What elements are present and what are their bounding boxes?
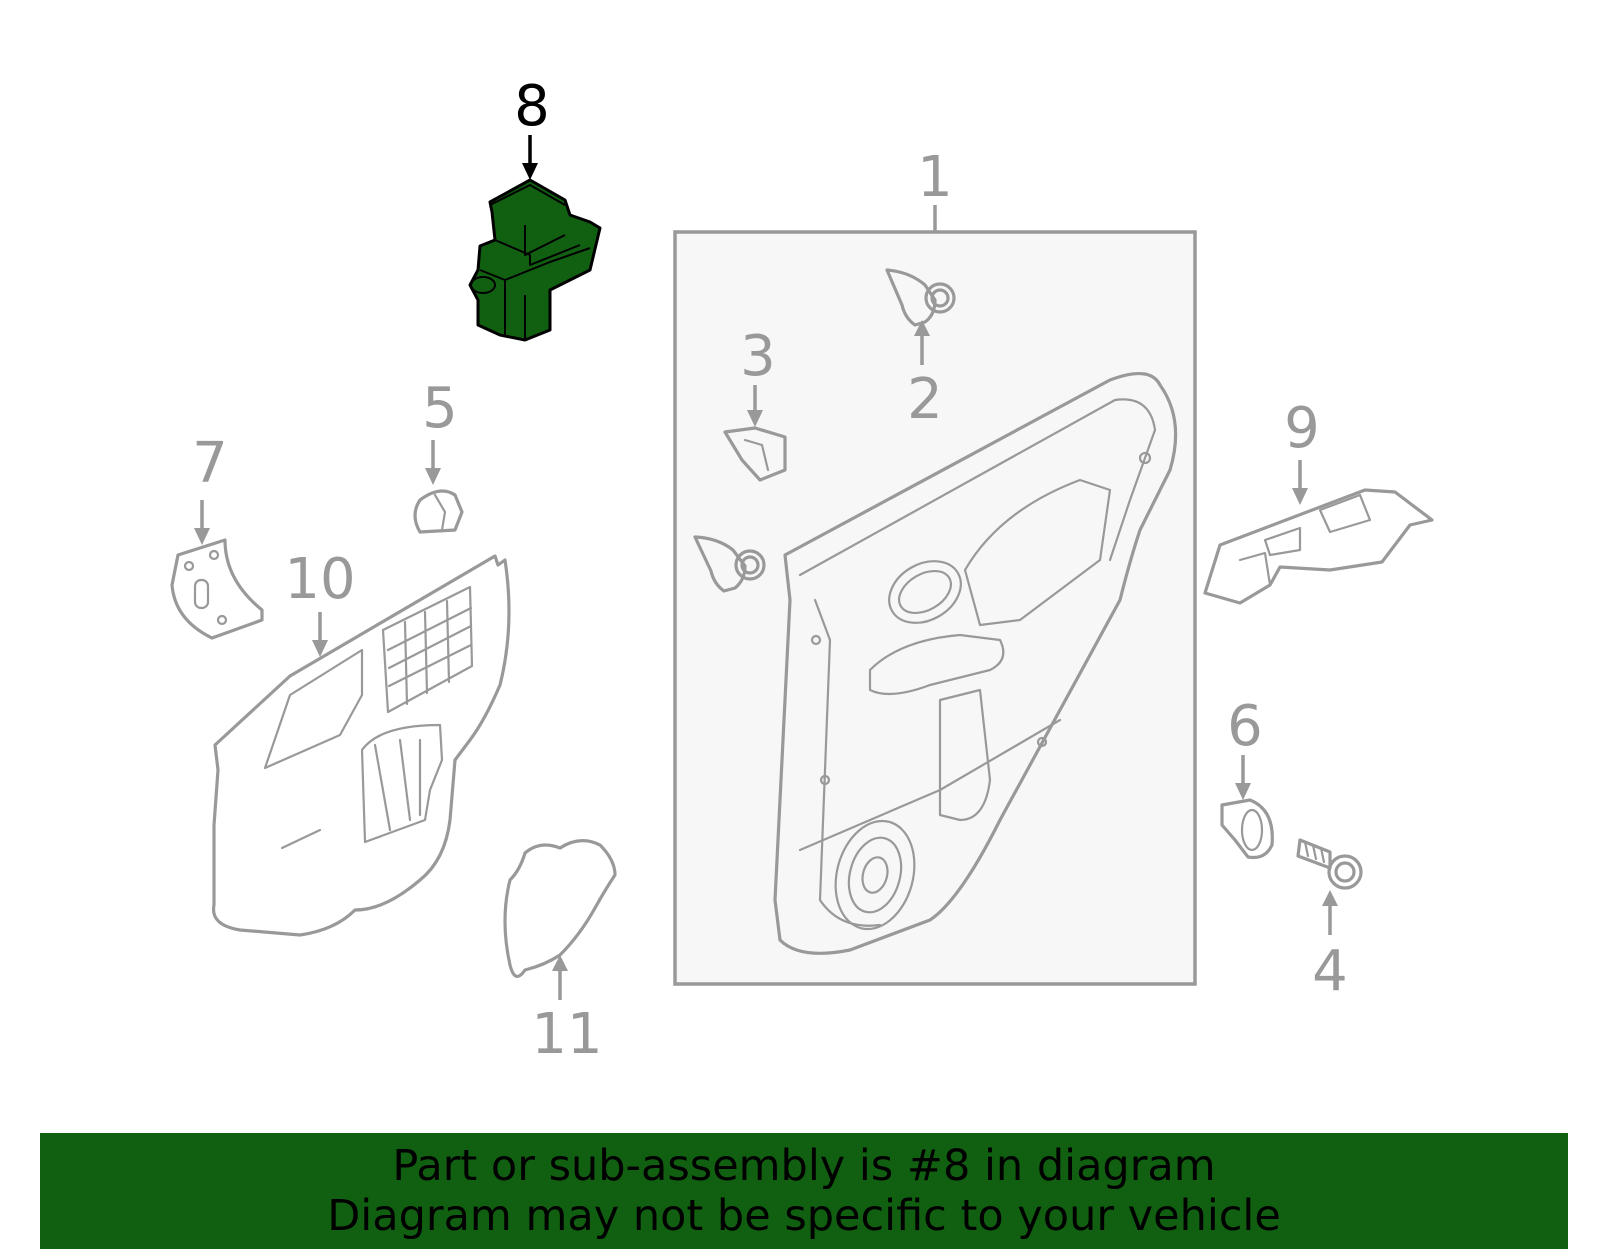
bracket-part-3	[723, 426, 787, 482]
insulator-part-10	[211, 554, 511, 937]
info-banner: Part or sub-assembly is #8 in diagram Di…	[40, 1133, 1568, 1249]
callout-9: 9	[1284, 396, 1320, 461]
clip-part-2	[885, 268, 956, 327]
callout-8: 8	[514, 74, 550, 139]
callout-11: 11	[531, 1002, 602, 1067]
callout-6: 6	[1227, 694, 1263, 759]
callout-4: 4	[1312, 939, 1348, 1004]
window-switch-part-8	[468, 178, 602, 342]
door-trim-panel	[773, 372, 1178, 955]
bracket-part-7	[170, 538, 264, 640]
banner-line-1: Part or sub-assembly is #8 in diagram	[392, 1141, 1216, 1191]
switch-bezel-part-9	[1203, 488, 1434, 605]
callout-1: 1	[917, 145, 953, 210]
callout-3: 3	[740, 324, 776, 389]
seal-part-11	[503, 839, 617, 978]
clip-part-2-loose	[693, 535, 766, 593]
callout-5: 5	[422, 376, 458, 441]
banner-line-2: Diagram may not be specific to your vehi…	[327, 1191, 1281, 1241]
plug-part-5	[413, 489, 464, 534]
grommet-part-6	[1220, 798, 1274, 860]
callout-7: 7	[192, 431, 228, 496]
callout-2: 2	[907, 367, 943, 432]
callout-10: 10	[284, 547, 355, 612]
screw-part-4	[1296, 838, 1363, 890]
